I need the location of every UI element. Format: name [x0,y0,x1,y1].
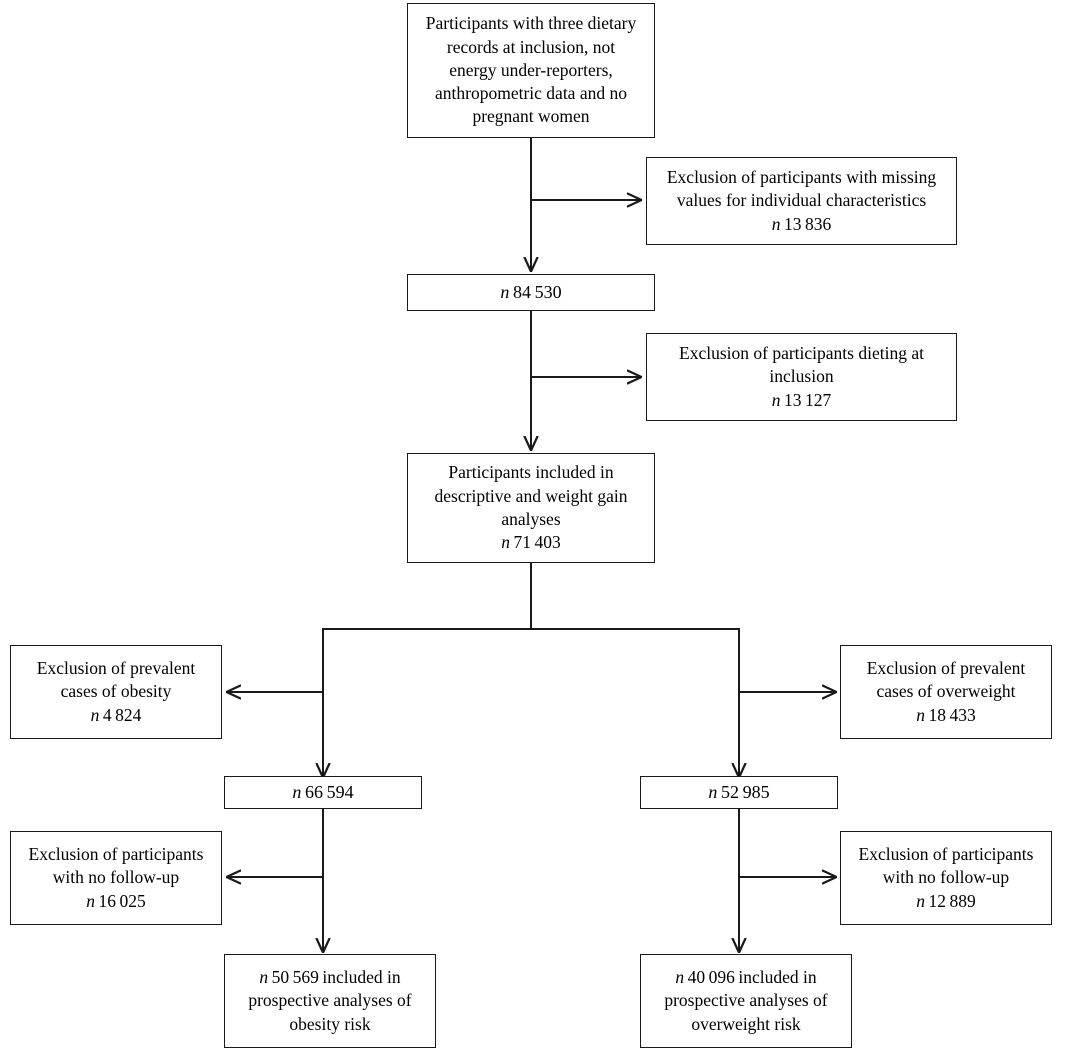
count-overweight-branch-text: n 52 985 [708,781,770,802]
count-obesity-branch-text: n 66 594 [292,781,354,802]
count-after-missing-text: n 84 530 [500,281,562,302]
count-after-missing-box: n 84 530 [407,274,655,311]
count-obesity-branch-box: n 66 594 [224,776,422,809]
count-overweight-branch-box: n 52 985 [640,776,838,809]
